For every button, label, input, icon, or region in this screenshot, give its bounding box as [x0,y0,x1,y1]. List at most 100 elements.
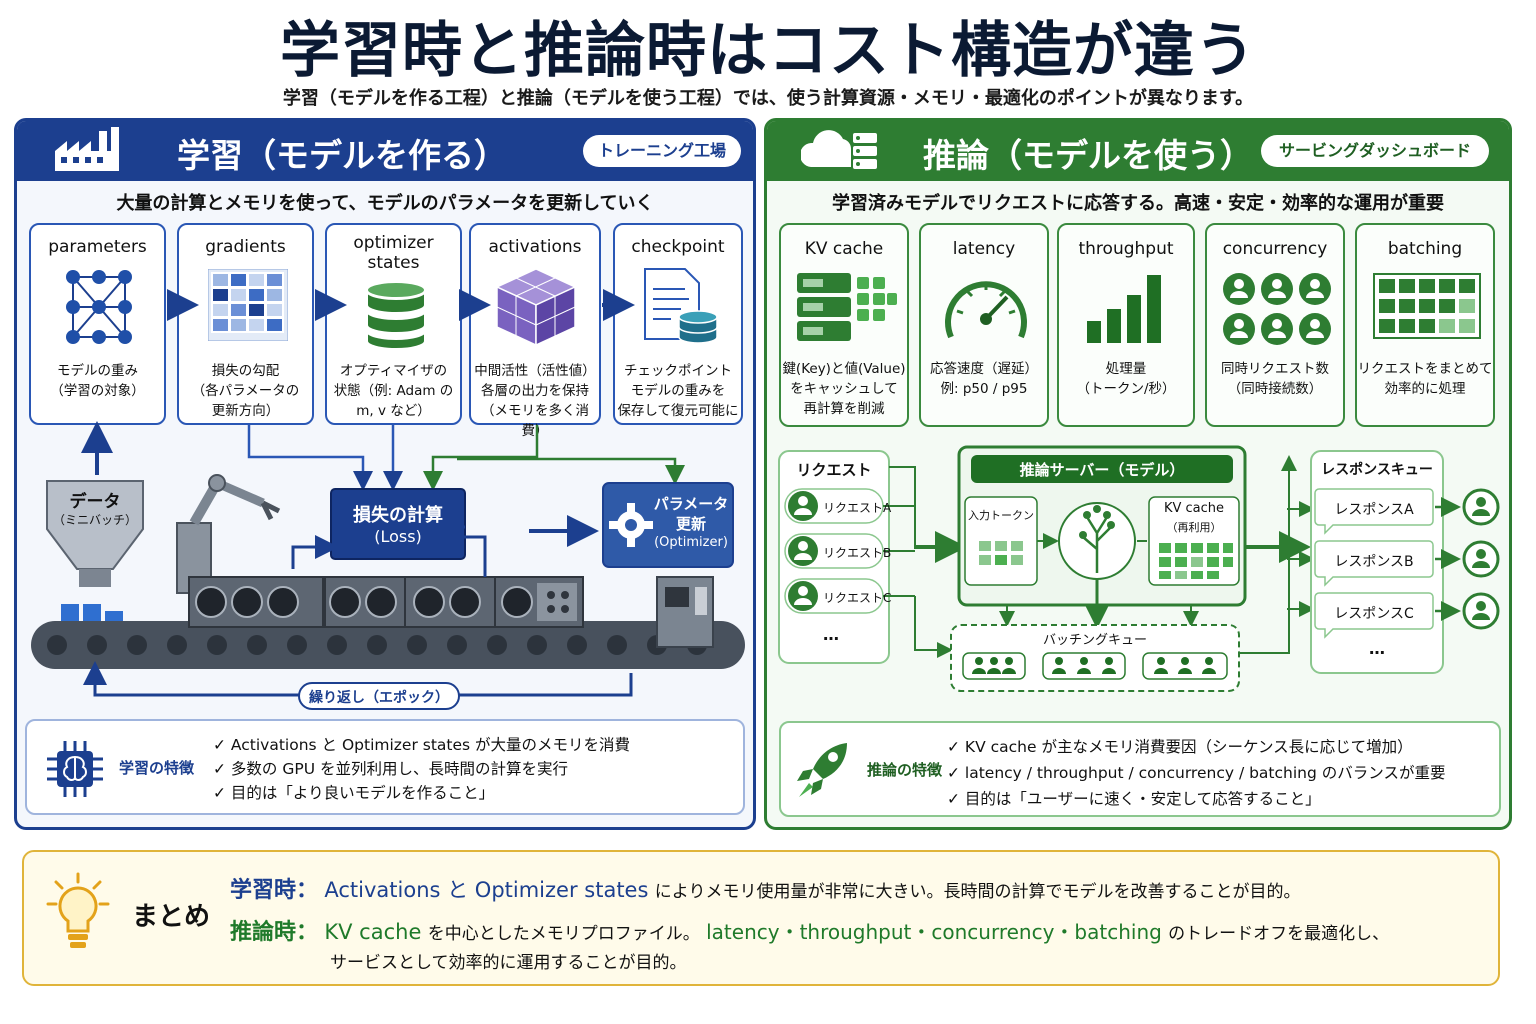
input-tokens-label: 入力トークン [968,509,1034,522]
card-parameters: parameters モデルの重み （学習の対象） [29,223,166,425]
card-title: gradients [205,237,286,257]
server-title: 推論サーバー（モデル） [1019,461,1185,479]
gear-icon [609,503,653,547]
rocket-icon [797,743,847,797]
response-item-b: レスポンスB [1334,554,1414,570]
card-desc-2: （学習の対象） [50,383,145,399]
card-gradients: gradients 損失の勾配 （各パラメータの 更新方向） [177,223,314,425]
card-checkpoint: checkpoint チェックポイント モデルの重みを 保存して復元可能に [613,223,743,425]
inference-header: 推論（モデルを使う） サービングダッシュボード [767,121,1509,181]
card-title: concurrency [1222,239,1328,259]
connector [247,425,373,491]
update-label-2: 更新 [675,515,706,533]
factory-icon [55,127,119,171]
gpu-rack [188,576,584,628]
summary-inference-line-2: サービスとして効率的に運用することが目的。 [330,953,687,973]
kv-cache-label: KV cache [1163,501,1225,516]
card-desc-2: （同時接続数） [1227,381,1323,397]
card-desc-2: 例: p50 / p95 [940,381,1028,397]
connector [457,457,685,485]
card-desc-3: 保存して復元可能に [617,403,739,419]
page-title: 学習時と推論時はコスト構造が違う [280,16,1256,86]
summary-inference-line: 推論時： KV cache を中心としたメモリプロファイル。 latency・t… [230,920,1390,945]
request-items [784,488,884,614]
inference-description: 学習済みモデルでリクエストに応答する。高速・安定・効率的な運用が重要 [832,193,1444,214]
feature-item: ✓ KV cache が主なメモリ消費要因（シーケンス長に応じて増加） [947,738,1413,756]
summary-box: まとめ 学習時： Activations と Optimizer states … [22,850,1500,986]
card-desc-1: 中間活性（活性値） [474,363,596,379]
cloud-server-icon [801,130,877,169]
batch-grid-icon [1373,273,1481,339]
neural-tree-icon [1058,502,1136,580]
card-desc-2: （各パラメータの [191,383,300,399]
page-subtitle: 学習（モデルを作る工程）と推論（モデルを使う工程）では、使う計算資源・メモリ・最… [282,88,1254,109]
loss-sublabel: (Loss) [374,527,422,546]
database-icon [366,281,426,350]
optimizer-box [602,482,734,568]
feature-item: ✓ 目的は「ユーザーに速く・安定して応答すること」 [947,790,1321,808]
training-panel: 学習（モデルを作る） トレーニング工場 大量の計算とメモリを使って、モデルのパラ… [14,118,756,830]
requests-title: リクエスト [796,461,872,479]
inference-title: 推論（モデルを使う） [923,136,1253,175]
card-desc-2: 状態（例: Adam の [333,383,454,399]
robot-arm-icon [176,474,281,594]
card-title: parameters [48,237,147,257]
summary-training-line: 学習時： Activations と Optimizer states によりメ… [230,878,1301,903]
user-avatars [1462,488,1500,630]
card-concurrency: concurrency 同時リクエスト数 （同時接続数） [1205,223,1345,427]
card-title: latency [952,239,1016,259]
update-label-3: (Optimizer) [654,535,728,550]
card-desc-2: （トークン/秒） [1076,381,1176,397]
card-desc-3: 再計算を削減 [803,401,885,417]
response-ellipsis: … [1369,639,1385,658]
card-kv-cache: KV cache 鍵(Key)と値(Value) をキャッシュして 再計算を削減 [779,223,909,427]
card-latency: latency 応答速度（遅延） 例: p50 / p95 [919,223,1049,427]
feature-item: ✓ Activations と Optimizer states が大量のメモリ… [213,736,631,754]
brain-chip-icon [47,741,103,797]
cube-icon [495,268,577,347]
feature-item: ✓ 多数の GPU を並列利用し、長時間の計算を実行 [213,760,568,778]
card-desc-2: モデルの重みを [630,383,726,399]
summary-title: まとめ [132,902,211,932]
lightbulb-icon [46,872,110,948]
response-title: レスポンスキュー [1321,462,1433,478]
loss-label: 損失の計算 [353,505,443,526]
request-ellipsis: … [823,625,839,644]
training-header: 学習（モデルを作る） トレーニング工場 [17,121,753,181]
card-desc-3: （メモリを多く消費） [481,403,589,439]
gradient-grid-icon [208,269,288,341]
kv-cache-icon [797,273,897,341]
card-desc-3: m, v など） [356,403,431,419]
card-title: throughput [1078,239,1174,259]
card-title-line1: optimizer [353,233,434,253]
bar-chart-icon [1087,275,1161,343]
training-features: 学習の特徴 ✓ Activations と Optimizer states が… [25,719,745,815]
card-title: checkpoint [631,237,725,257]
response-item-a: レスポンスA [1334,502,1414,518]
card-desc-1: リクエストをまとめて [1357,361,1493,377]
features-title: 推論の特徴 [867,761,943,779]
card-optimizer-states: optimizer states オプティマイザの 状態（例: Adam の m… [325,223,462,425]
feature-item: ✓ latency / throughput / concurrency / b… [947,764,1446,782]
card-desc-3: 更新方向） [211,403,280,419]
card-title: activations [488,237,582,257]
request-item-a: リクエストA [823,501,892,515]
data-label: データ [69,492,121,512]
conveyor-belt [31,621,745,669]
card-title: batching [1387,239,1463,259]
card-desc-2: をキャッシュして [790,381,898,397]
serving-flow-diagram [778,445,1500,692]
features-title: 学習の特徴 [119,759,195,777]
data-sublabel: （ミニバッチ） [52,513,137,527]
speedometer-icon [945,281,1027,339]
users-grid-icon [1223,273,1331,345]
card-desc-1: 鍵(Key)と値(Value) [782,361,906,377]
card-desc-1: 処理量 [1105,361,1147,377]
card-desc-1: 応答速度（遅延） [930,361,1038,377]
card-throughput: throughput 処理量 （トークン/秒） [1057,223,1195,427]
inference-panel: 推論（モデルを使う） サービングダッシュボード 学習済みモデルでリクエストに応答… [764,118,1512,830]
update-label-1: パラメータ [653,495,729,513]
card-batching: batching リクエストをまとめて 効率的に処理 [1355,223,1495,427]
training-flow-diagram [31,289,745,710]
card-desc-1: 同時リクエスト数 [1221,361,1329,377]
